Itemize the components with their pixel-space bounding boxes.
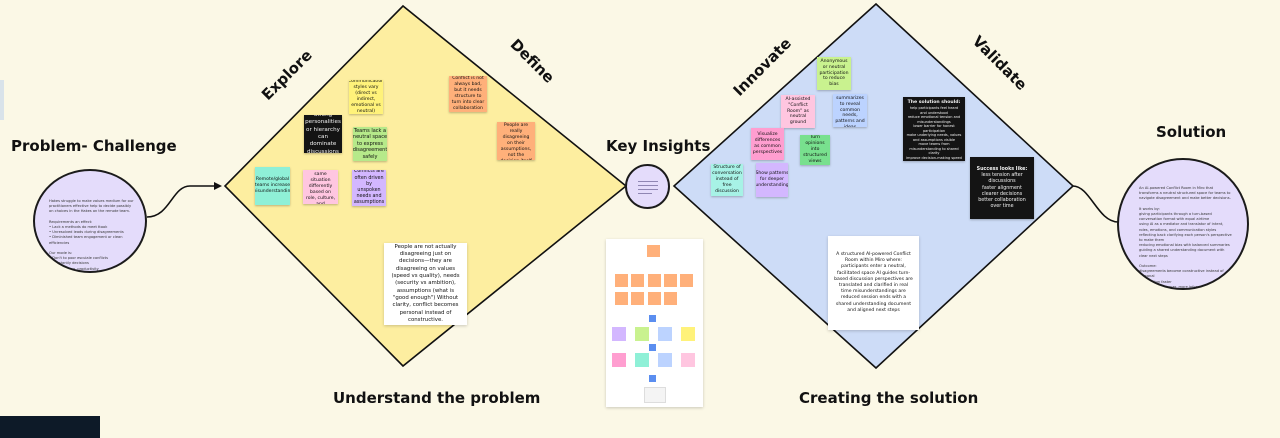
- sticky-note: Remote/global teams increase misundersta…: [255, 167, 290, 205]
- thumb-sticky: [658, 327, 672, 341]
- thumb-sticky: [648, 274, 661, 287]
- diamond-create: [672, 2, 1075, 370]
- thumb-arrow-icon: [649, 375, 656, 382]
- solution-connector: [1072, 185, 1119, 223]
- sticky-note: Strong personalities or hierarchy can do…: [304, 115, 342, 153]
- insight-line: [638, 185, 658, 186]
- key-insights-circle: [625, 164, 670, 209]
- sticky-note: Turn opinions into structured views: [800, 135, 830, 165]
- thumb-sticky: [612, 327, 626, 341]
- understand-label: Understand the problem: [333, 389, 541, 407]
- insight-line: [638, 181, 658, 182]
- thumb-sticky: [635, 353, 649, 367]
- sticky-note: Structure of conversation instead of fre…: [711, 164, 743, 196]
- validate-note-title: Success looks like:: [976, 167, 1028, 172]
- left-edge-shadow: [0, 80, 4, 120]
- sticky-note: AI-assisted "Conflict Room" as neutral g…: [781, 95, 815, 128]
- thumb-arrow-icon: [649, 315, 656, 322]
- diamond-understand: [223, 4, 628, 368]
- validate-note-title: The solution should:: [907, 100, 961, 105]
- creating-label: Creating the solution: [799, 389, 979, 407]
- sticky-note: Core problem: People are really disagree…: [497, 122, 535, 160]
- thumb-arrow-icon: [649, 344, 656, 351]
- thumb-sticky: [631, 274, 644, 287]
- sticky-note: Show patterns for deeper understanding: [756, 163, 788, 197]
- insight-line: [638, 189, 658, 190]
- thumb-sticky: [681, 327, 695, 341]
- thumb-sticky: [612, 353, 626, 367]
- thumb-sticky: [615, 274, 628, 287]
- insight-card: People are not actually disagreeing just…: [384, 243, 467, 325]
- insight-line: [638, 193, 652, 194]
- validate-note-text: help participants feel heard and underst…: [906, 105, 962, 161]
- problem-label: Problem- Challenge: [11, 137, 177, 155]
- thumb-sticky: [648, 292, 661, 305]
- problem-connector: [146, 185, 214, 218]
- solution-label: Solution: [1156, 123, 1227, 141]
- thumb-sticky: [647, 245, 660, 257]
- thumb-sticky: [635, 327, 649, 341]
- sticky-note: Conflicts are often driven by unspoken n…: [352, 170, 386, 206]
- sticky-note: Teams lack a neutral space to express di…: [353, 127, 387, 161]
- sticky-note: Communication styles vary (direct vs ind…: [349, 80, 383, 114]
- sticky-note: Visualize differences as common perspect…: [751, 128, 784, 160]
- solution-circle-text: An AI-powered Conflict Room in Miro that…: [1139, 186, 1232, 289]
- thumb-sticky: [664, 274, 677, 287]
- flow-document-thumbnail: [606, 239, 703, 407]
- problem-circle-text: Hakes struggle to make values medium for…: [49, 199, 134, 271]
- solution-circle: An AI-powered Conflict Room in Miro that…: [1117, 158, 1249, 290]
- sticky-note: Conflict is not always bad, but it needs…: [449, 76, 487, 112]
- connector-arrowhead: [214, 182, 222, 190]
- thumb-sticky: [681, 353, 695, 367]
- thumb-sticky: [631, 292, 644, 305]
- key-insights-label: Key Insights: [606, 137, 711, 155]
- validate-card: A structured AI-powered Conflict Room wi…: [828, 236, 919, 330]
- validate-note: Success looks like: less tension after d…: [970, 157, 1034, 219]
- sticky-note: AI summarizes to reveal common needs, pa…: [833, 94, 867, 127]
- problem-circle: Hakes struggle to make values medium for…: [33, 169, 147, 273]
- thumb-sticky: [615, 292, 628, 305]
- sticky-note: People interpret the same situation diff…: [303, 170, 338, 204]
- thumb-sticky: [680, 274, 693, 287]
- thumb-sticky: [658, 353, 672, 367]
- thumb-sticky: [664, 292, 677, 305]
- thumb-note: [644, 387, 666, 403]
- validate-note: The solution should: help participants f…: [903, 97, 965, 161]
- validate-note-text: less tension after discussions faster al…: [978, 173, 1026, 210]
- sticky-note: Anonymous or neutral participation to re…: [817, 57, 851, 90]
- background-image-fragment: [0, 416, 100, 438]
